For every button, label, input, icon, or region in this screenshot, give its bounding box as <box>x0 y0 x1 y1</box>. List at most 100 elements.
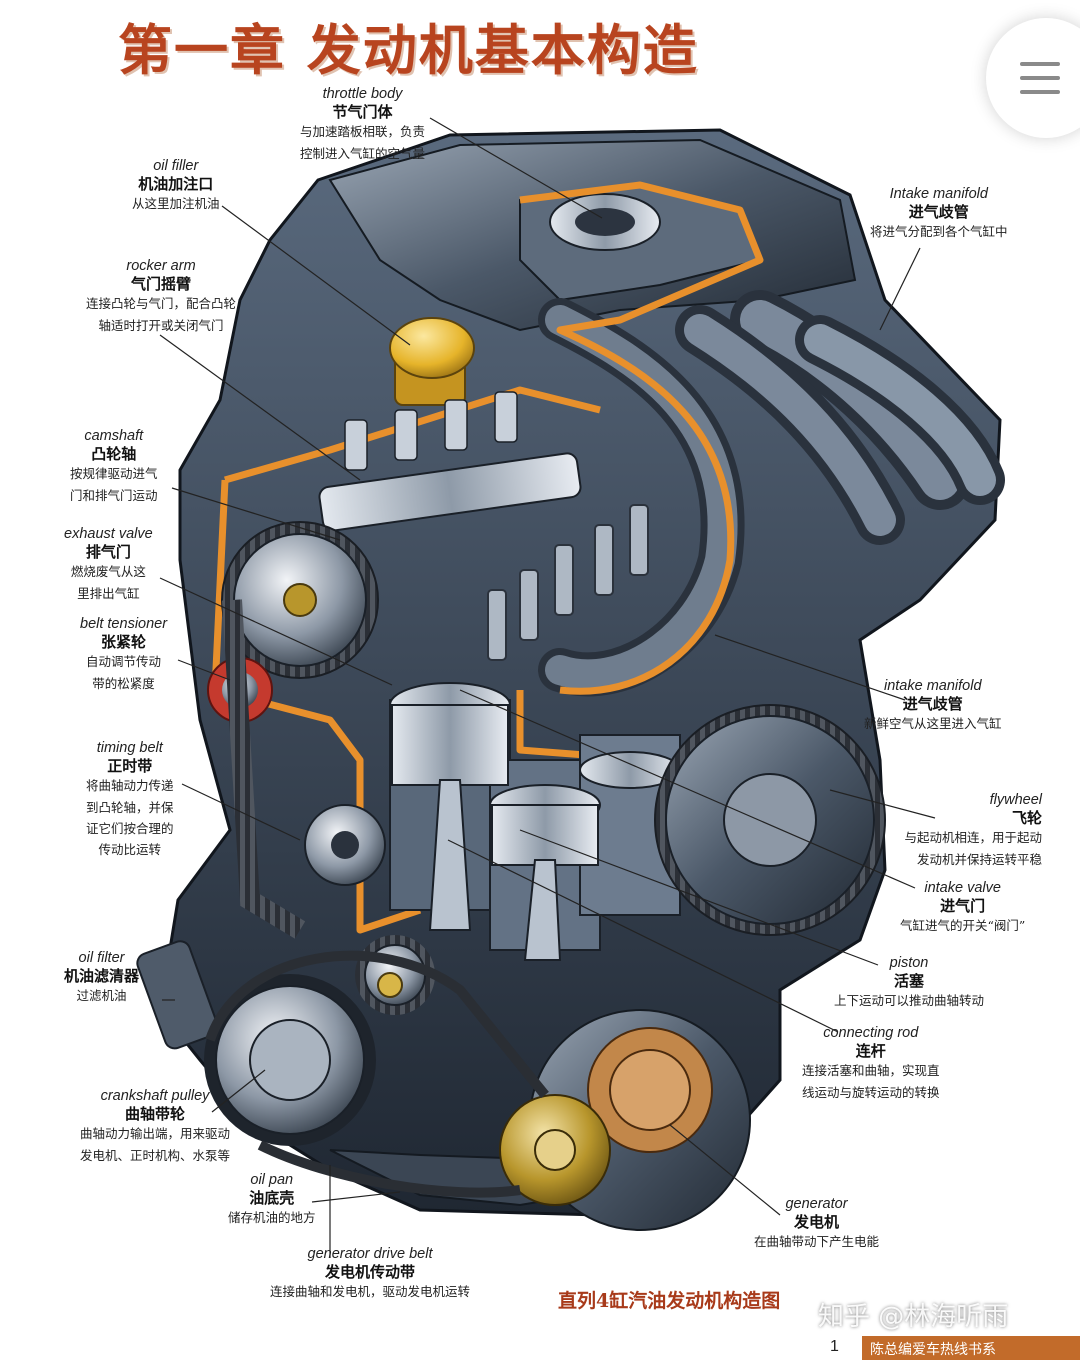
watermark: 知乎 @林海听雨 <box>818 1302 1009 1332</box>
label-desc: 储存机油的地方 <box>228 1210 316 1226</box>
label-desc: 将进气分配到各个气缸中 <box>870 224 1008 240</box>
label-desc: 按规律驱动进气 <box>70 466 158 482</box>
label-desc: 燃烧废气从这 <box>70 564 146 580</box>
label-zh: 曲轴带轮 <box>125 1105 186 1124</box>
label-zh: 进气歧管 <box>908 203 969 222</box>
label-desc: 里排出气缸 <box>77 585 140 601</box>
label-desc: 与加速踏板相联，负责 <box>300 124 426 140</box>
label-zh: 气门摇臂 <box>131 275 192 294</box>
label-en: throttle body <box>322 86 403 102</box>
throttle-body <box>549 193 661 251</box>
label-en: piston <box>889 955 929 971</box>
label-desc: 门和排气门运动 <box>70 487 158 503</box>
label-zh: 机油加注口 <box>138 175 214 194</box>
label-desc: 曲轴动力输出端，用来驱动 <box>80 1126 231 1142</box>
label-desc: 证它们按合理的 <box>86 820 174 836</box>
page-title: 第一章 发动机基本构造 <box>118 18 699 82</box>
label-en: intake valve <box>924 880 1001 896</box>
callout-belt-tensioner: belt tensioner 张紧轮 自动调节传动 带的松紧度 <box>80 616 167 694</box>
generator-drive-belt <box>205 950 549 1198</box>
callout-camshaft: camshaft 凸轮轴 按规律驱动进气 门和排气门运动 <box>70 428 158 506</box>
figure-caption: 直列4缸汽油发动机构造图 <box>558 1290 781 1312</box>
label-en: connecting rod <box>823 1025 919 1041</box>
label-en: exhaust valve <box>64 526 153 542</box>
label-desc: 气缸进气的开关“阀门” <box>900 918 1026 934</box>
crankshaft-pulley <box>204 974 376 1146</box>
label-desc: 带的松紧度 <box>92 675 155 691</box>
label-zh: 排气门 <box>85 543 131 562</box>
label-desc: 从这里加注机油 <box>132 196 220 212</box>
label-desc: 自动调节传动 <box>86 654 162 670</box>
label-desc: 传动比运转 <box>98 842 162 858</box>
callout-rocker-arm: rocker arm 气门摇臂 连接凸轮与气门，配合凸轮 轴适时打开或关闭气门 <box>86 258 236 336</box>
label-en: generator <box>785 1196 848 1212</box>
label-zh: 张紧轮 <box>101 633 147 652</box>
pistons <box>389 682 681 866</box>
label-en: rocker arm <box>126 258 196 274</box>
label-en: oil filler <box>153 158 199 174</box>
callout-crankshaft-pulley: crankshaft pulley 曲轴带轮 曲轴动力输出端，用来驱动 发电机、… <box>80 1088 230 1166</box>
callout-intake-valve: intake valve 进气门 气缸进气的开关“阀门” <box>900 880 1025 937</box>
label-en: intake manifold <box>883 678 982 694</box>
label-desc: 发电机、正时机构、水泵等 <box>80 1147 231 1163</box>
flywheel <box>654 704 886 936</box>
label-zh: 飞轮 <box>1011 809 1042 828</box>
callout-piston: piston 活塞 上下运动可以推动曲轴转动 <box>834 955 984 1012</box>
camshaft-assembly <box>318 391 582 532</box>
label-desc: 在曲轴带动下产生电能 <box>754 1234 880 1250</box>
crank-gear <box>355 935 435 1015</box>
label-desc: 连接凸轮与气门，配合凸轮 <box>86 296 237 312</box>
callout-connecting-rod: connecting rod 连杆 连接活塞和曲轴，实现直 线运动与旋转运动的转… <box>802 1025 940 1103</box>
label-zh: 节气门体 <box>332 103 393 122</box>
label-zh: 发电机 <box>794 1213 840 1232</box>
label-en: belt tensioner <box>80 616 168 632</box>
callout-oil-filter: oil filter 机油滤清器 过滤机油 <box>64 950 139 1007</box>
label-desc: 与起动机相连，用于起动 <box>904 830 1042 846</box>
label-desc: 发动机并保持运转平稳 <box>916 851 1042 867</box>
label-zh: 进气门 <box>940 897 986 916</box>
label-desc: 轴适时打开或关闭气门 <box>98 317 224 333</box>
label-en: timing belt <box>96 740 163 756</box>
label-desc: 控制进入气缸的空气量 <box>300 145 426 161</box>
label-zh: 正时带 <box>107 757 153 776</box>
oil-filler-cap <box>389 317 475 406</box>
callout-generator: generator 发电机 在曲轴带动下产生电能 <box>754 1196 879 1253</box>
label-desc: 到凸轮轴，并保 <box>86 799 174 815</box>
timing-belt <box>222 599 306 939</box>
callout-exhaust-valve: exhaust valve 排气门 燃烧废气从这 里排出气缸 <box>64 526 153 604</box>
callout-intake-manifold-mid: intake manifold 进气歧管 新鲜空气从这里进入气缸 <box>864 678 1002 735</box>
page-number: 1 <box>830 1338 839 1355</box>
label-en: flywheel <box>989 792 1042 808</box>
connecting-rods <box>428 779 562 961</box>
label-desc: 过滤机油 <box>76 988 127 1004</box>
camshaft-pulley <box>221 521 379 679</box>
intake-runners <box>538 290 1005 697</box>
label-zh: 机油滤清器 <box>64 967 140 986</box>
label-en: generator drive belt <box>307 1246 433 1262</box>
label-desc: 将曲轴动力传递 <box>86 778 174 794</box>
label-desc: 新鲜空气从这里进入气缸 <box>864 716 1002 732</box>
oil-filter <box>136 940 219 1050</box>
callout-generator-drive-belt: generator drive belt 发电机传动带 连接曲轴和发电机，驱动发… <box>270 1246 470 1303</box>
valve-springs <box>487 504 649 661</box>
label-en: Intake manifold <box>889 186 988 202</box>
label-en: oil filter <box>78 950 125 966</box>
label-zh: 油底壳 <box>249 1189 295 1208</box>
callout-oil-filler: oil filler 机油加注口 从这里加注机油 <box>132 158 220 215</box>
leader-lines <box>159 117 936 1258</box>
label-desc: 连接活塞和曲轴，实现直 <box>802 1063 940 1079</box>
label-zh: 活塞 <box>894 972 925 991</box>
series-label: 陈总编爱车热线书系 <box>862 1336 1080 1360</box>
callout-throttle-body: throttle body 节气门体 与加速踏板相联，负责 控制进入气缸的空气量 <box>300 86 425 164</box>
callout-flywheel: flywheel 飞轮 与起动机相连，用于起动 发动机并保持运转平稳 <box>892 792 1042 870</box>
label-en: crankshaft pulley <box>100 1088 210 1104</box>
label-en: oil pan <box>250 1172 294 1188</box>
menu-button[interactable] <box>986 18 1080 138</box>
label-en: camshaft <box>84 428 144 444</box>
label-desc: 线运动与旋转运动的转换 <box>802 1084 940 1100</box>
idler-pulley <box>304 804 386 886</box>
generator <box>499 1009 751 1231</box>
cutaway-section-edges <box>211 181 764 934</box>
label-desc: 上下运动可以推动曲轴转动 <box>834 993 985 1009</box>
